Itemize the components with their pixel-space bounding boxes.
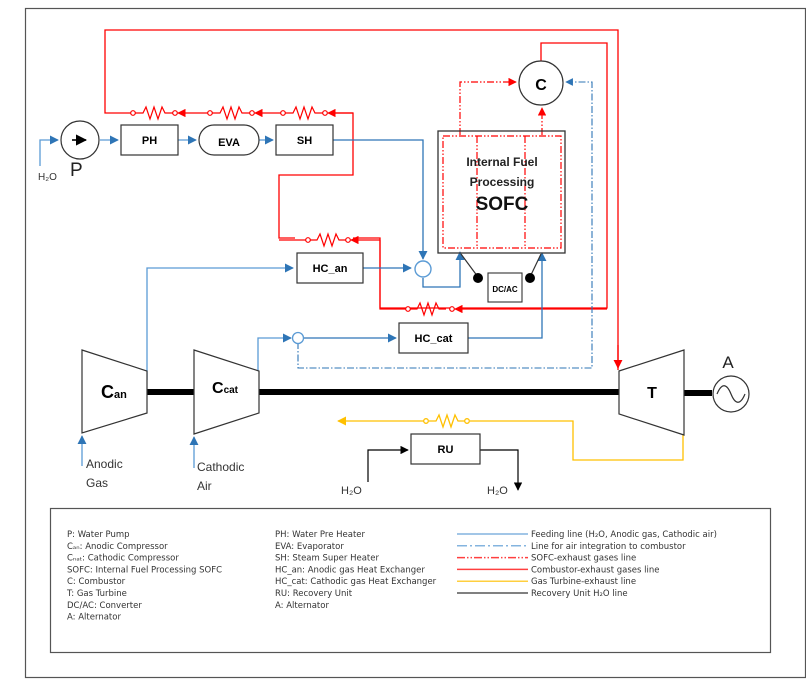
hc-an-resistor (279, 232, 381, 290)
legend-item: SOFC: Internal Fuel Processing SOFC (67, 565, 222, 575)
cathodic-compressor (193, 349, 260, 435)
sofc-box (437, 130, 566, 254)
pump-label: P (70, 160, 83, 181)
hc-an-label: HC_an (313, 263, 348, 275)
legend-item: RU: Recovery Unit (275, 589, 353, 599)
cathodic-air-label-1: Cathodic (197, 460, 244, 474)
pre-heater-label: PH (142, 135, 157, 147)
sine-wave-icon (716, 385, 746, 403)
legend-line-label: SOFC-exhaust gases line (531, 554, 636, 564)
gas-turbine (618, 349, 685, 436)
cathodic-compressor-sub: cat (224, 385, 239, 396)
ru-outlet-label: H₂O (487, 485, 508, 497)
heat-exchange-resistor-row (130, 105, 353, 121)
anodic-mixer (414, 260, 432, 278)
super-heater-label: SH (297, 135, 312, 147)
legend-box (49, 507, 772, 654)
recovery-unit-label: RU (438, 444, 454, 456)
combustor (518, 60, 564, 106)
hc-cat-box (398, 322, 469, 354)
sofc-label-line1: Internal Fuel (466, 155, 537, 169)
anodic-compressor-label: Can (101, 382, 127, 402)
water-pump (60, 120, 100, 160)
dc-ac-label: DC/AC (492, 285, 518, 294)
legend-item: Cₐₙ: Anodic Compressor (67, 542, 168, 552)
legend-item: HC_cat: Cathodic gas Heat Exchanger (275, 577, 437, 587)
cathodic-compressor-label: Ccat (212, 380, 239, 397)
legend-item: DC/AC: Converter (67, 601, 142, 611)
legend-item: EVA: Evaporator (275, 542, 344, 552)
legend-lines: Feeding line (H₂O, Anodic gas, Cathodic … (457, 530, 717, 599)
feeding-line (39, 135, 547, 468)
evaporator-box (198, 124, 260, 156)
pump-inlet-label: H₂O (38, 172, 57, 183)
legend-item: P: Water Pump (67, 530, 130, 540)
legend-item: Cₙₐₜ: Cathodic Compressor (67, 554, 179, 564)
alternator-label: A (722, 353, 734, 372)
sofc-label-line2: Processing (470, 175, 535, 189)
ru-inlet-label: H₂O (341, 485, 362, 497)
legend-line-label: Gas Turbine-exhaust line (531, 577, 636, 587)
hc-cat-resistor (379, 290, 607, 317)
dc-ac-converter (460, 253, 542, 303)
recovery-unit-box (410, 433, 481, 465)
legend-item: C: Combustor (67, 577, 126, 587)
combustor-label: C (535, 77, 547, 94)
gas-turbine-label: T (647, 385, 657, 402)
cathodic-splitter (291, 331, 305, 345)
sofc-label-line3: SOFC (476, 194, 529, 215)
super-heater-box (275, 124, 334, 156)
anodic-gas-label-2: Gas (86, 476, 108, 490)
legend-line-label: Recovery Unit H₂O line (531, 589, 628, 599)
turbine-exhaust-line (337, 412, 684, 461)
legend-item: A: Alternator (67, 613, 121, 623)
legend-item: HC_an: Anodic gas Heat Exchanger (275, 565, 425, 575)
air-integration-line (297, 78, 593, 369)
pre-heater-box (120, 124, 179, 156)
legend-line-label: Line for air integration to combustor (531, 542, 686, 552)
cathodic-air-label-2: Air (197, 479, 212, 493)
legend-item: PH: Water Pre Heater (275, 530, 366, 540)
anodic-compressor-sub: an (114, 389, 127, 401)
shaft (147, 389, 712, 396)
legend-item: T: Gas Turbine (66, 589, 127, 599)
legend-line-label: Combustor-exhaust gases line (531, 565, 659, 575)
legend-line-label: Feeding line (H₂O, Anodic gas, Cathodic … (531, 530, 717, 540)
recovery-water-line (367, 445, 523, 491)
hc-an-box (296, 252, 364, 284)
anodic-compressor (81, 349, 148, 434)
legend-item: SH: Steam Super Heater (275, 554, 379, 564)
legend-item: A: Alternator (275, 601, 329, 611)
cathodic-compressor-main: C (212, 380, 224, 397)
hc-cat-label: HC_cat (415, 333, 453, 345)
anodic-gas-label-1: Anodic (86, 457, 123, 471)
evaporator-label: EVA (218, 137, 240, 149)
anodic-compressor-main: C (101, 382, 114, 402)
